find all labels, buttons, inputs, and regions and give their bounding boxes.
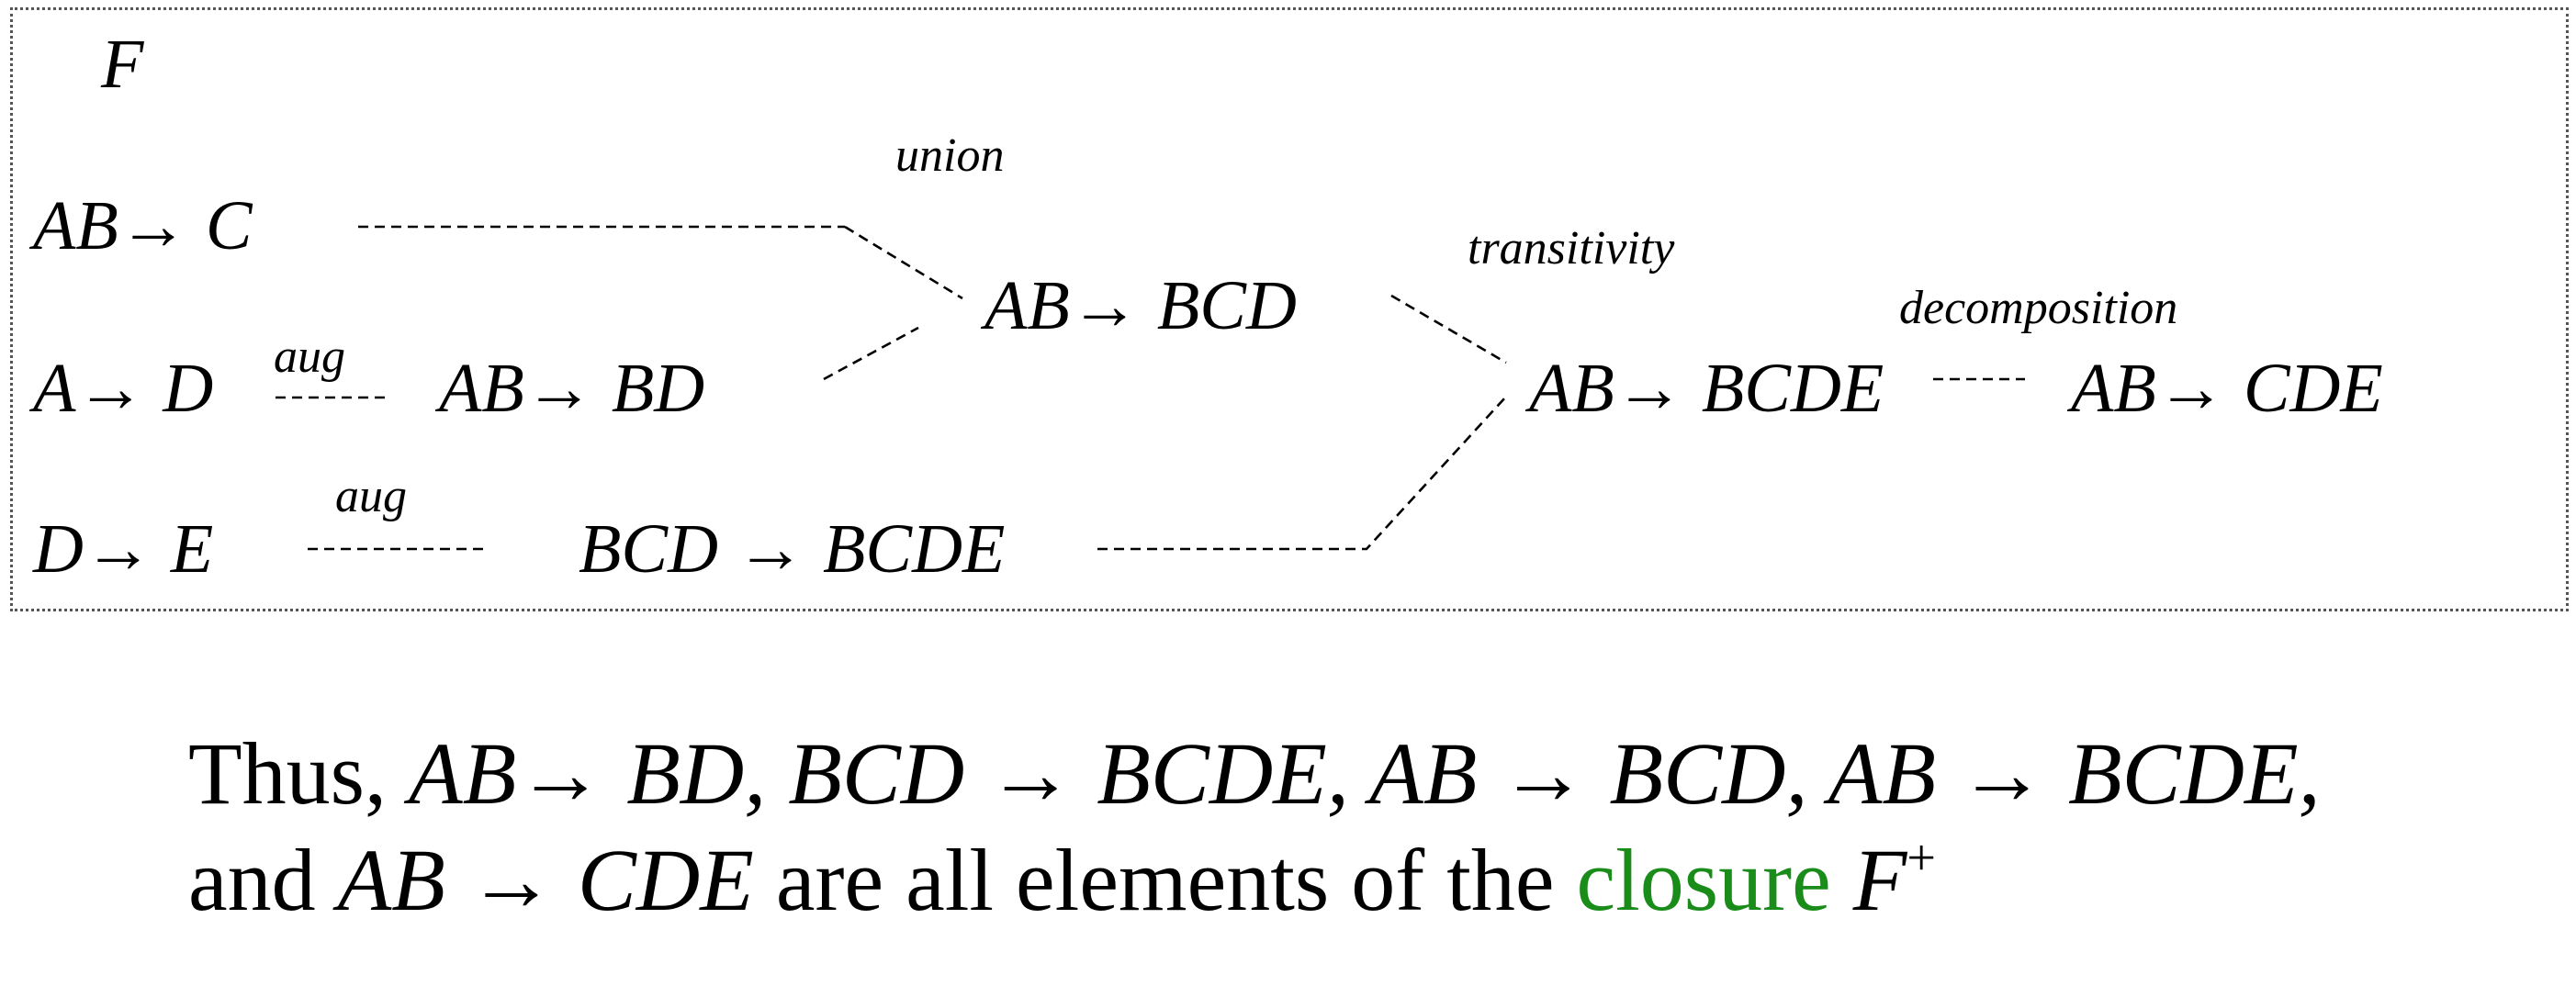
fd-ab-to-bcd: AB→ BCD: [984, 267, 1297, 344]
connector-bcd-bcde-to-transitivity: [1097, 396, 1507, 551]
rule-label-aug: aug: [335, 470, 407, 522]
conclusion-and: and: [188, 831, 338, 929]
rule-label-decomposition: decomposition: [1899, 282, 2178, 334]
fd-ab-to-cde: AB→ CDE: [2071, 350, 2383, 427]
conclusion-lead: Thus,: [188, 724, 409, 823]
closure-symbol: F: [1852, 831, 1907, 929]
fd-a-to-d: A→ D: [33, 350, 214, 427]
fd-d-to-e: D→ E: [33, 510, 214, 588]
fd-ab-to-bd: AB→ BD: [439, 350, 705, 427]
closure-term: closure: [1576, 831, 1831, 929]
conclusion-middle: are all elements of the: [753, 831, 1577, 929]
derivation-frame: [10, 7, 2569, 611]
fd-bcd-to-bcde: BCD → BCDE: [579, 510, 1006, 588]
connector-union-upper: [844, 225, 963, 300]
conclusion-fd-ab-cde: AB → CDE: [337, 831, 754, 929]
conclusion-line-1: Thus, AB→ BD, BCD → BCDE, AB → BCD, AB →…: [188, 721, 2321, 827]
rule-label-aug: aug: [274, 330, 345, 383]
set-f-label: F: [101, 26, 144, 103]
conclusion-fd-list: AB→ BD, BCD → BCDE, AB → BCD, AB → BCDE,: [409, 724, 2321, 823]
connector-transitivity-upper: [1390, 294, 1507, 364]
fd-ab-to-bcde: AB→ BCDE: [1529, 350, 1884, 427]
rule-label-union: union: [895, 129, 1005, 182]
conclusion-text: Thus, AB→ BD, BCD → BCDE, AB → BCD, AB →…: [188, 721, 2321, 934]
derivation-connectors: [276, 225, 2025, 551]
fd-ab-to-c: AB→ C: [33, 187, 253, 264]
connector-union-lower: [823, 326, 919, 381]
rule-label-transitivity: transitivity: [1468, 222, 1675, 274]
conclusion-line-2: and AB → CDE are all elements of the clo…: [188, 827, 2321, 934]
closure-superscript: +: [1907, 830, 1936, 887]
